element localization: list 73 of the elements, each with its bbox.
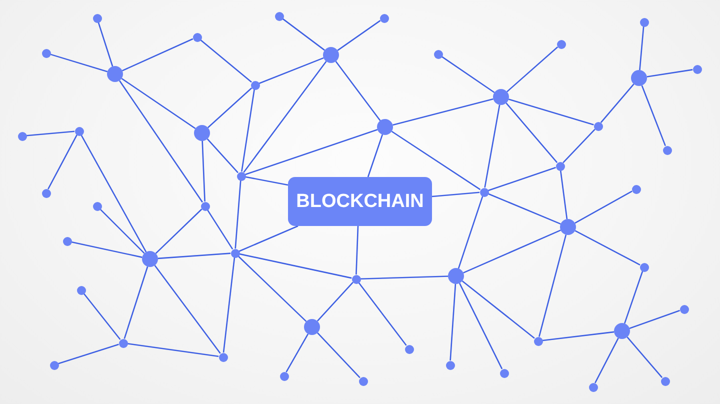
connector-line (98, 22, 114, 67)
connector-line (356, 226, 359, 275)
connector-line (124, 266, 148, 339)
connector-line (432, 192, 480, 198)
connector-line (122, 38, 194, 72)
connector-line (560, 170, 568, 220)
connector-line (239, 253, 352, 279)
connector-line (484, 104, 500, 188)
connector-line (206, 138, 238, 174)
connector-line (282, 18, 325, 51)
connector-line (506, 46, 558, 92)
connector-line (562, 128, 596, 164)
connector-line (50, 54, 108, 72)
connector-line (118, 80, 203, 203)
connector-line (626, 336, 663, 378)
connector-line (58, 344, 119, 364)
connector-line (574, 230, 640, 266)
connector-line (358, 282, 407, 346)
connector-line (367, 134, 384, 178)
connector-line (337, 20, 381, 51)
connector-line (48, 134, 78, 190)
connector-line (458, 282, 503, 370)
connector-line (100, 208, 145, 254)
connector-line (286, 334, 309, 372)
connector-line (463, 230, 561, 274)
connector-line (258, 57, 324, 84)
connector-line (506, 102, 558, 163)
connector-line (392, 98, 494, 126)
card-label: BLOCKCHAIN (296, 192, 424, 211)
connector-line (202, 140, 206, 202)
connector-line (335, 61, 381, 121)
connector-line (245, 176, 288, 186)
connector-line (441, 56, 495, 94)
connector-line (360, 276, 448, 280)
connector-line (488, 193, 561, 225)
connector-line (641, 85, 666, 146)
connector-line (624, 271, 644, 324)
connector-line (594, 338, 619, 384)
connector-line (574, 190, 632, 224)
connector-line (458, 196, 484, 269)
connector-line (238, 225, 298, 252)
connector-line (462, 280, 535, 339)
connector-line (26, 130, 75, 136)
connector-line (629, 310, 680, 329)
connector-line (154, 265, 221, 354)
connector-line (245, 128, 378, 176)
label-card (288, 177, 432, 226)
connector-line (222, 257, 236, 353)
connector-line (508, 98, 594, 126)
connector-line (80, 134, 147, 252)
connector-line (317, 332, 360, 378)
connector-line (71, 241, 142, 258)
connector-line (639, 26, 644, 70)
connector-line (234, 180, 242, 249)
connector-line (600, 84, 634, 123)
connector-line (238, 256, 307, 322)
connector-line (200, 39, 252, 83)
connector-line (158, 252, 231, 260)
connector-line (450, 284, 456, 361)
connector-line (127, 342, 219, 358)
connector-line (208, 88, 252, 128)
connector-line (542, 331, 614, 342)
connector-line (121, 78, 196, 130)
connector-line (155, 208, 202, 254)
connector-line (488, 166, 556, 192)
connector-line (83, 293, 121, 340)
connector-line (538, 234, 567, 337)
connector-line (391, 130, 481, 190)
connector-line (243, 61, 327, 173)
connector-line (241, 89, 255, 172)
connector-line (646, 69, 693, 78)
connector-line (316, 282, 354, 322)
connector-line (206, 209, 234, 250)
